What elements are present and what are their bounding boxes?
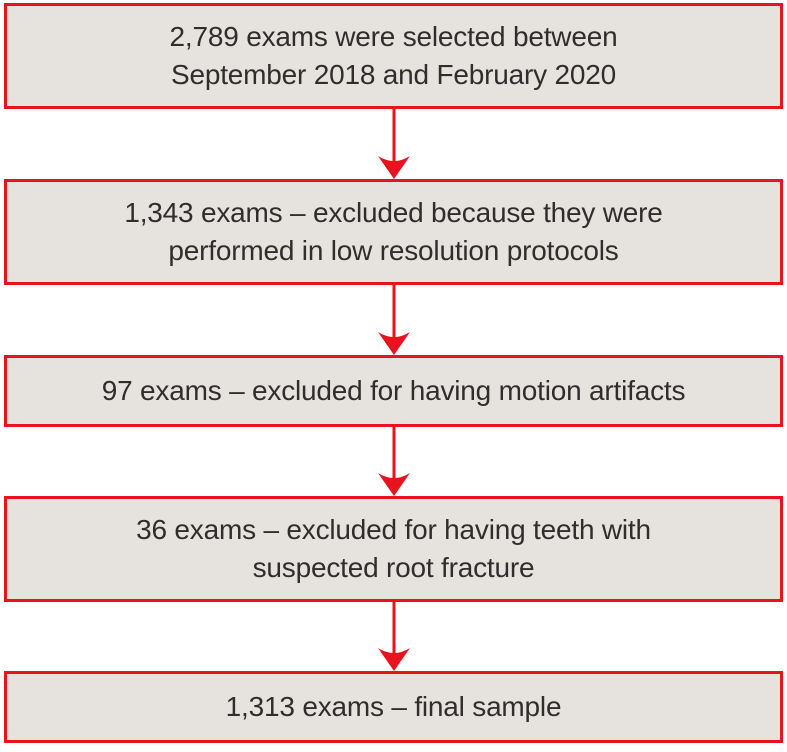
flow-box-selected-exams: 2,789 exams were selected between Septem… — [4, 3, 783, 109]
flow-box-excluded-low-resolution: 1,343 exams – excluded because they were… — [4, 179, 783, 285]
flow-box-text-line: performed in low resolution protocols — [168, 235, 619, 266]
flow-box-final-sample: 1,313 exams – final sample — [4, 671, 783, 743]
flow-box-excluded-root-fracture: 36 exams – excluded for having teeth wit… — [4, 496, 783, 602]
flow-box-text-line: September 2018 and February 2020 — [170, 59, 617, 90]
down-arrow-icon — [377, 602, 410, 671]
flow-box-text-line: 1,313 exams – final sample — [225, 691, 562, 722]
flow-box-text-line: 97 exams – excluded for having motion ar… — [101, 375, 686, 406]
down-arrow-icon — [377, 109, 410, 179]
flow-box-text-line: suspected root fracture — [252, 552, 535, 583]
down-arrow-icon — [377, 285, 410, 355]
flow-box-text-line: 1,343 exams – excluded because they were — [124, 197, 663, 228]
down-arrow-icon — [377, 427, 410, 496]
flow-box-text-line: 36 exams – excluded for having teeth wit… — [136, 514, 651, 545]
flow-box-text-line: 2,789 exams were selected between — [169, 21, 618, 52]
flow-box-excluded-motion-artifacts: 97 exams – excluded for having motion ar… — [4, 355, 783, 427]
